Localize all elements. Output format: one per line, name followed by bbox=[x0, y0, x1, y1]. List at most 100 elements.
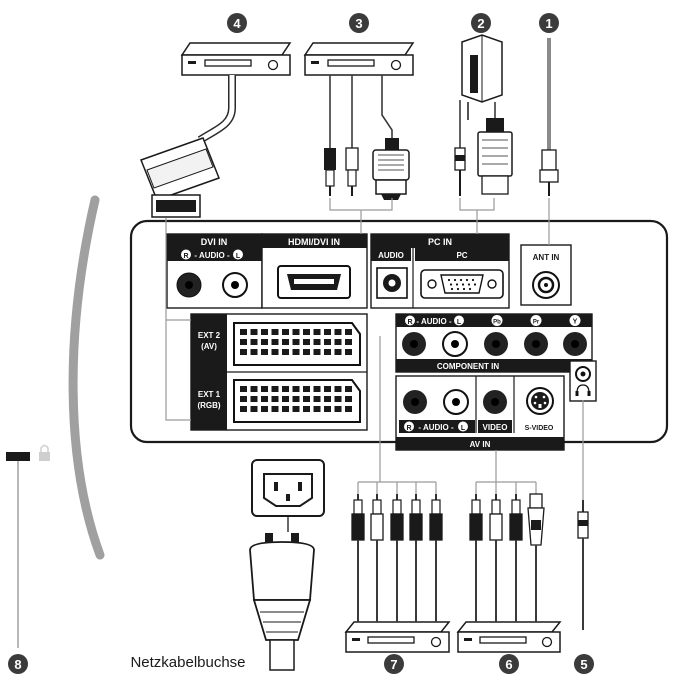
rca-body bbox=[469, 513, 483, 541]
scart-pin bbox=[261, 339, 268, 345]
scart-pin bbox=[313, 339, 321, 345]
av-audio-label: - AUDIO - bbox=[418, 423, 454, 432]
device-4-vcr bbox=[180, 42, 292, 76]
hdmi-plug bbox=[372, 138, 410, 200]
device-3-player bbox=[303, 42, 415, 76]
power-socket[interactable] bbox=[251, 459, 325, 517]
scart-pin bbox=[282, 406, 289, 412]
rca-body bbox=[390, 513, 404, 541]
scart-pin bbox=[271, 329, 279, 335]
scart-pin bbox=[303, 349, 310, 355]
dsub-plug bbox=[477, 118, 513, 195]
scart-pin bbox=[250, 329, 258, 335]
rca-tip bbox=[491, 499, 501, 515]
pr-label: Pr bbox=[533, 320, 540, 326]
scart-pin bbox=[271, 396, 279, 402]
scart-pin bbox=[250, 406, 258, 412]
rca-body bbox=[370, 513, 384, 541]
ant-in-group: ANT IN bbox=[520, 244, 572, 306]
power-plug bbox=[249, 533, 315, 671]
component-in-group: R - AUDIO - L Pb Pr Y COMPONENT IN bbox=[395, 313, 593, 373]
marker-4: 4 bbox=[227, 13, 247, 33]
scart-pin bbox=[345, 349, 352, 355]
marker-7: 7 bbox=[384, 654, 404, 674]
headphone-group bbox=[569, 360, 597, 402]
scart-pin bbox=[261, 396, 268, 402]
scart-pin bbox=[313, 406, 321, 412]
pc-label: PC bbox=[456, 251, 467, 260]
av-in-label: AV IN bbox=[470, 440, 491, 449]
scart-pin bbox=[334, 329, 342, 335]
ext1-sub-label: (RGB) bbox=[197, 401, 220, 410]
antenna-plug bbox=[539, 149, 559, 196]
scart-pin bbox=[334, 339, 342, 345]
scart-pin bbox=[261, 406, 268, 412]
scart-pin bbox=[261, 329, 268, 335]
scart-pin bbox=[324, 349, 331, 355]
bracket-3 bbox=[329, 198, 393, 234]
scart-pin bbox=[292, 406, 300, 412]
scart-pin bbox=[345, 396, 352, 402]
dvi-in-label: DVI IN bbox=[201, 237, 228, 247]
bracket-7 bbox=[357, 336, 437, 494]
ext2-label: EXT 2 bbox=[198, 331, 221, 340]
scart-pin bbox=[250, 339, 258, 345]
scart-pin bbox=[271, 406, 279, 412]
av-audio-l-label: L bbox=[461, 425, 466, 432]
ext2-scart-port[interactable] bbox=[233, 322, 361, 366]
scart-pin bbox=[240, 339, 247, 345]
s-video-plug-grip bbox=[531, 520, 541, 530]
rca-tip bbox=[471, 499, 481, 515]
scart-pin bbox=[261, 386, 268, 392]
scart-pin bbox=[324, 386, 331, 392]
s-video-label: S-VIDEO bbox=[525, 425, 554, 432]
scart-pin bbox=[324, 329, 331, 335]
ext1-scart-port[interactable] bbox=[233, 379, 361, 423]
dvi-audio-label: - AUDIO - bbox=[194, 251, 230, 260]
av-audio-r-label: R bbox=[406, 425, 411, 432]
scart-pin bbox=[271, 386, 279, 392]
scart-pin bbox=[271, 349, 279, 355]
ext1-label: EXT 1 bbox=[198, 390, 221, 399]
marker-3: 3 bbox=[349, 13, 369, 33]
rca-tip bbox=[511, 499, 521, 515]
scart-pin bbox=[250, 349, 258, 355]
scart-pin bbox=[303, 386, 310, 392]
headphone-plug bbox=[577, 500, 589, 630]
scart-pin bbox=[282, 349, 289, 355]
scart-pin bbox=[324, 339, 331, 345]
tv-side-arc bbox=[68, 195, 105, 560]
scart-pin bbox=[292, 396, 300, 402]
rca-tip bbox=[411, 499, 421, 515]
scart-pin bbox=[334, 349, 342, 355]
hdmi-cable bbox=[381, 75, 393, 140]
svg-text:3: 3 bbox=[355, 16, 362, 31]
scart-pin bbox=[271, 339, 279, 345]
marker-5: 5 bbox=[574, 654, 594, 674]
pc-in-label: PC IN bbox=[428, 237, 452, 247]
scart-pin bbox=[240, 396, 247, 402]
svg-text:4: 4 bbox=[233, 16, 241, 31]
scart-pin bbox=[240, 349, 247, 355]
kensington-lock bbox=[6, 444, 50, 648]
rca-body bbox=[429, 513, 443, 541]
scart-pin bbox=[292, 386, 300, 392]
scart-pin bbox=[240, 386, 247, 392]
scart-pin bbox=[292, 339, 300, 345]
rca-body bbox=[409, 513, 423, 541]
device-7-player bbox=[344, 621, 451, 653]
s-video-port[interactable] bbox=[526, 387, 554, 415]
pc-in-group: PC IN AUDIO PC bbox=[370, 233, 510, 309]
comp-audio-l-label: L bbox=[457, 319, 462, 326]
device-2-pc bbox=[461, 34, 503, 120]
comp-audio-r-label: R bbox=[407, 319, 412, 326]
scart-pin bbox=[334, 406, 342, 412]
headphone-icon bbox=[576, 384, 590, 394]
av-plugs bbox=[469, 493, 545, 622]
svg-text:2: 2 bbox=[477, 16, 484, 31]
svg-text:7: 7 bbox=[390, 657, 397, 672]
scart-pin bbox=[261, 349, 268, 355]
scart-pin bbox=[303, 339, 310, 345]
scart-plug bbox=[140, 137, 220, 218]
